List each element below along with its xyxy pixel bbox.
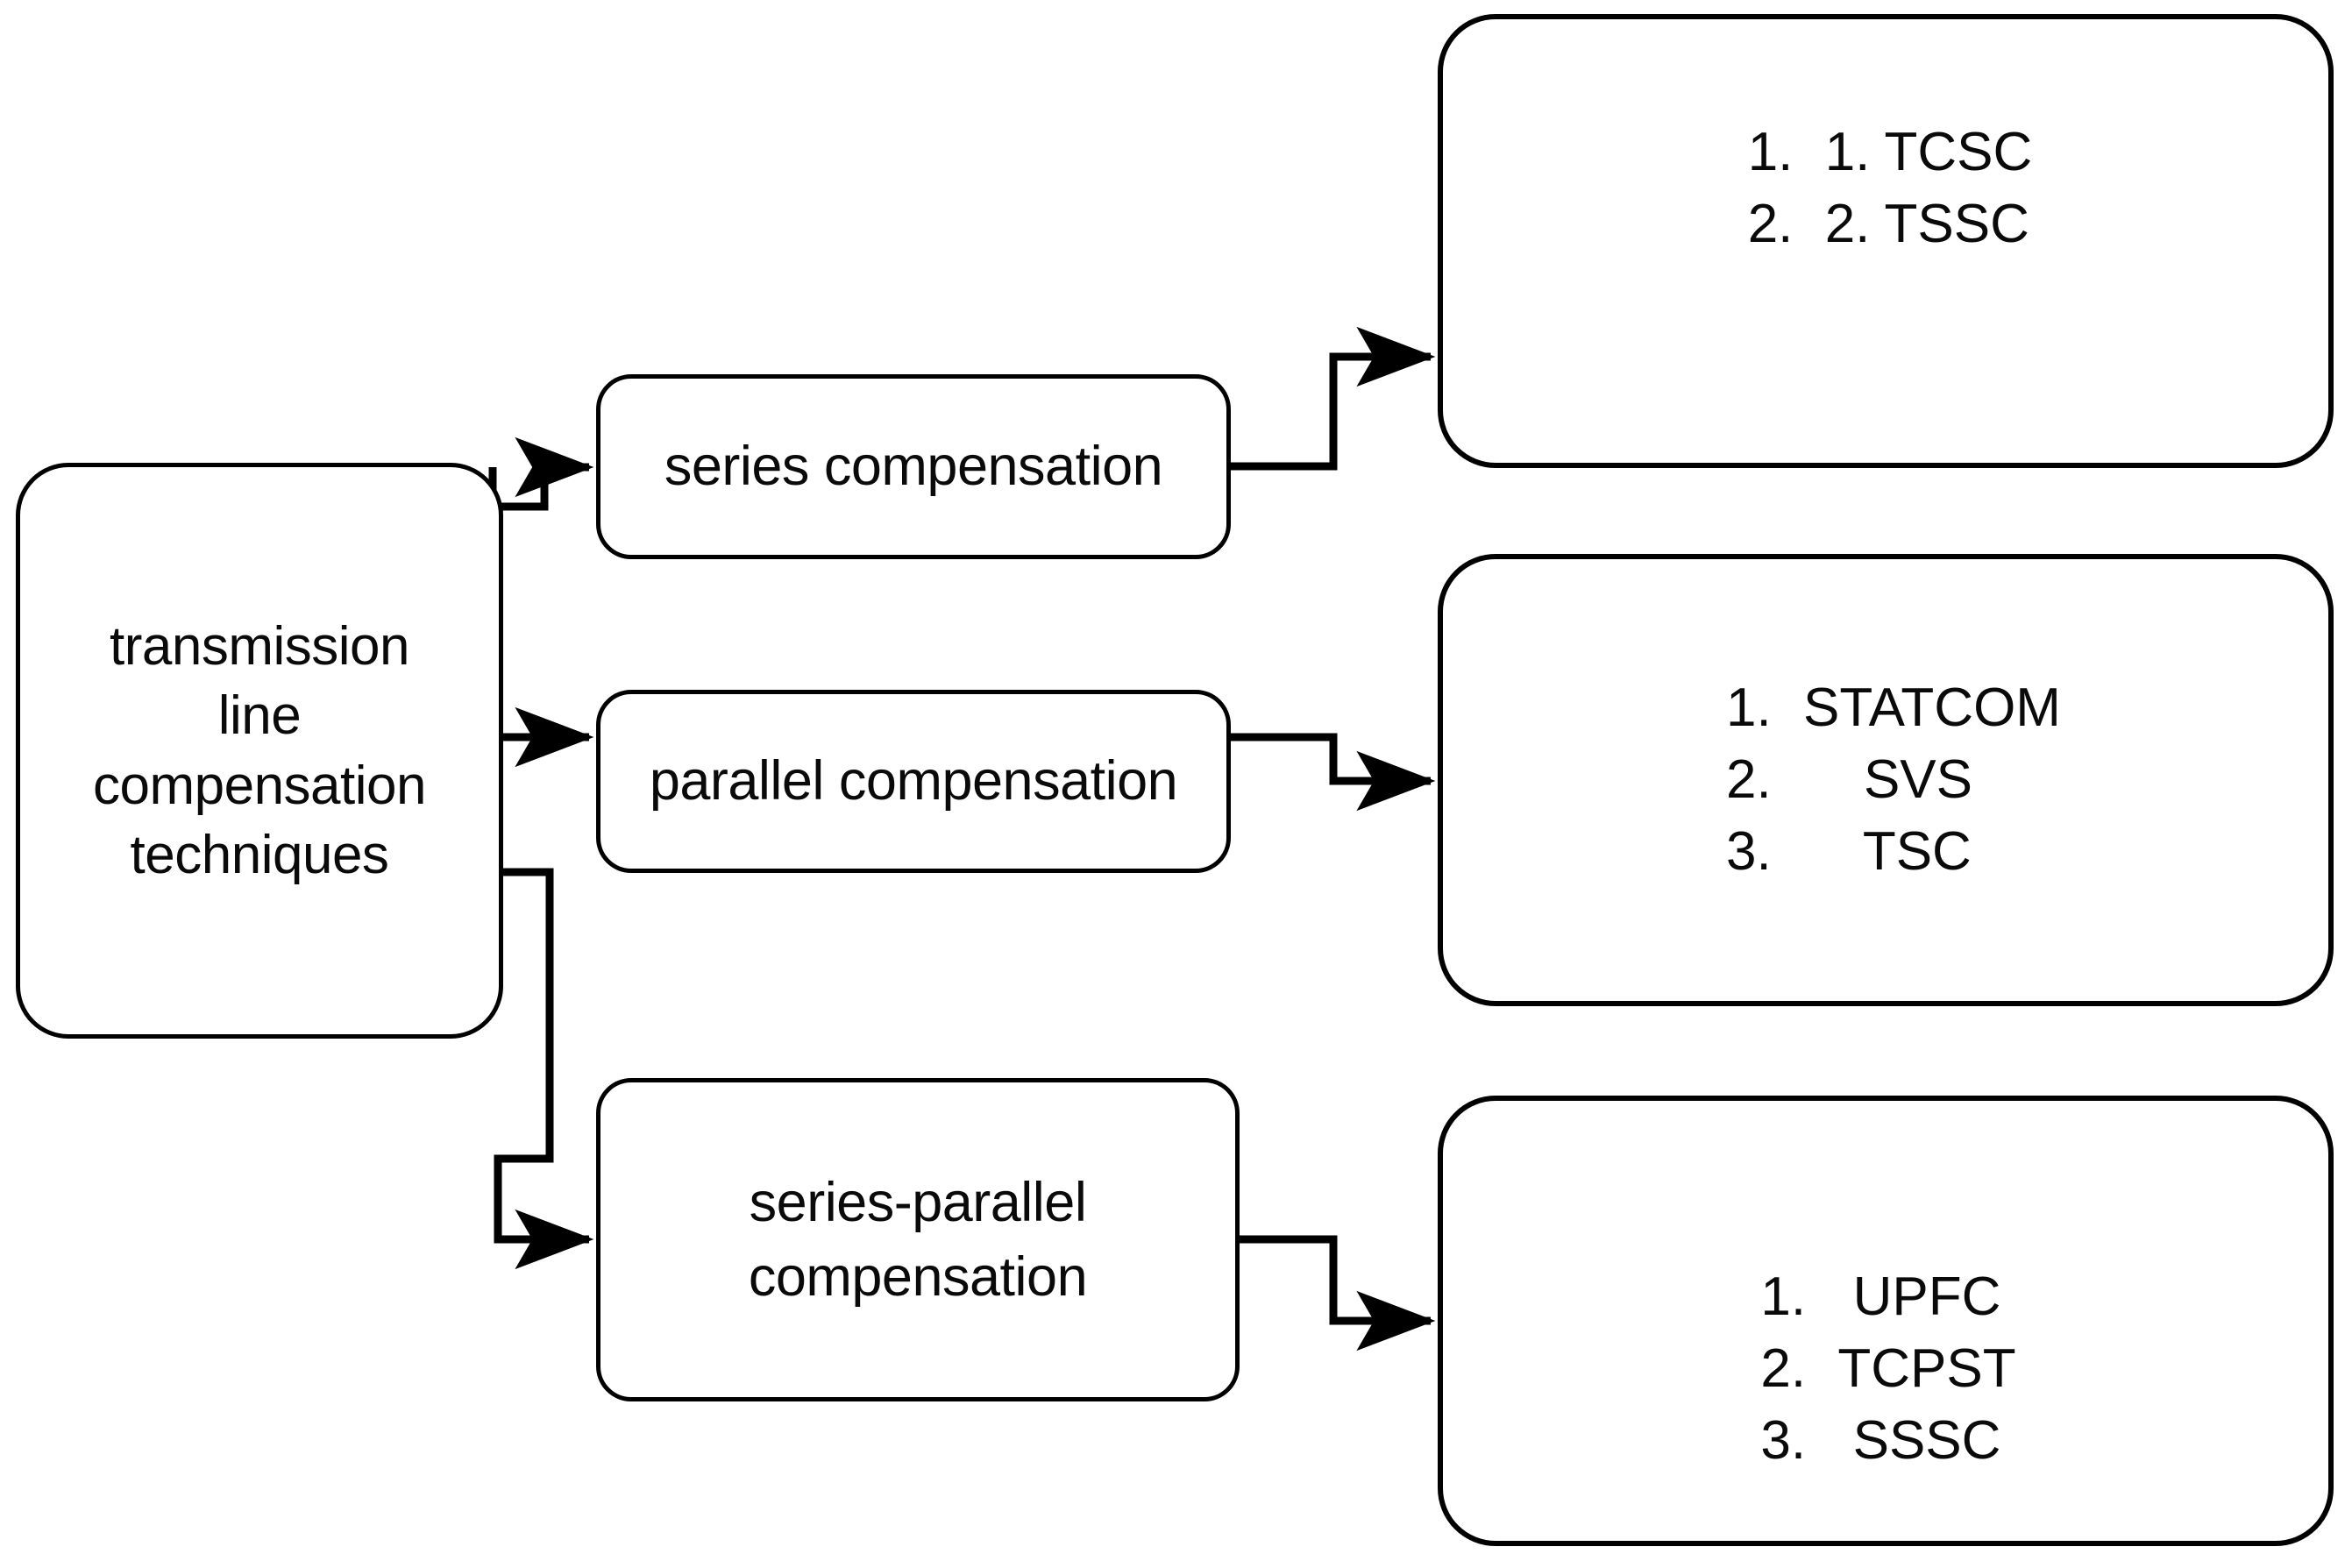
leaf-2-list: 1. STATCOM 2. SVS 3. TSC — [1726, 672, 2061, 887]
connector-series-parallel-to-leaf-3 — [1240, 1235, 1436, 1352]
list-item-number: 1. — [1726, 678, 1772, 739]
list-item: 3. TSC — [1726, 816, 2061, 888]
leaf-1-list: 1. 1. TCSC 2. 2. TSSC — [1748, 117, 2033, 260]
list-item: 1. 1. TCSC — [1748, 117, 2033, 188]
list-item-number: 1. — [1760, 1266, 1807, 1328]
node-series-compensation-label: series compensation — [664, 436, 1163, 498]
connector-root-to-series — [496, 436, 594, 511]
list-item-number: 3. — [1760, 1409, 1807, 1471]
list-item-text: STATCOM — [1803, 678, 2061, 739]
node-root-label: transmission line compensation technique… — [92, 615, 427, 885]
leaf-series-parallel-compensation-devices[interactable]: 1. UPFC 2. TCPST 3. SSSC — [1438, 1096, 2334, 1546]
list-item-text: SSSC — [1837, 1409, 2001, 1471]
list-item-number: 2. — [1760, 1338, 1807, 1400]
list-item-text: TCPST — [1837, 1338, 2016, 1400]
leaf-3-list: 1. UPFC 2. TCPST 3. SSSC — [1760, 1261, 2015, 1476]
list-item-text: UPFC — [1837, 1266, 2001, 1328]
list-item: 1. STATCOM — [1726, 672, 2061, 744]
list-item: 1. UPFC — [1760, 1261, 2015, 1333]
node-series-parallel-compensation[interactable]: series-parallel compensation — [596, 1078, 1240, 1401]
connector-root-to-series-parallel — [494, 868, 594, 1270]
node-series-parallel-compensation-label: series-parallel compensation — [748, 1172, 1088, 1308]
list-item: 2. SVS — [1726, 744, 2061, 816]
list-item: 2. 2. TSSC — [1748, 188, 2033, 260]
connector-series-to-leaf-1 — [1231, 326, 1436, 471]
connector-parallel-to-leaf-2 — [1231, 733, 1436, 812]
node-series-compensation[interactable]: series compensation — [596, 374, 1231, 559]
list-item-text: TSC — [1803, 820, 1972, 882]
list-item-number: 1. — [1747, 122, 1794, 183]
leaf-parallel-compensation-devices[interactable]: 1. STATCOM 2. SVS 3. TSC — [1438, 554, 2334, 1006]
list-item-text: 2. TSSC — [1824, 194, 2029, 254]
list-item-text: SVS — [1803, 749, 1973, 811]
list-item: 2. TCPST — [1760, 1333, 2015, 1405]
list-item-number: 3. — [1726, 820, 1772, 882]
list-item: 3. SSSC — [1760, 1405, 2015, 1477]
list-item-number: 2. — [1726, 749, 1772, 811]
list-item-text: 1. TCSC — [1824, 122, 2033, 183]
node-transmission-line-compensation-techniques[interactable]: transmission line compensation technique… — [16, 463, 503, 1039]
node-parallel-compensation[interactable]: parallel compensation — [596, 690, 1231, 873]
node-parallel-compensation-label: parallel compensation — [649, 750, 1178, 812]
list-item-number: 2. — [1747, 194, 1794, 254]
leaf-series-compensation-devices[interactable]: 1. 1. TCSC 2. 2. TSSC — [1438, 14, 2334, 468]
